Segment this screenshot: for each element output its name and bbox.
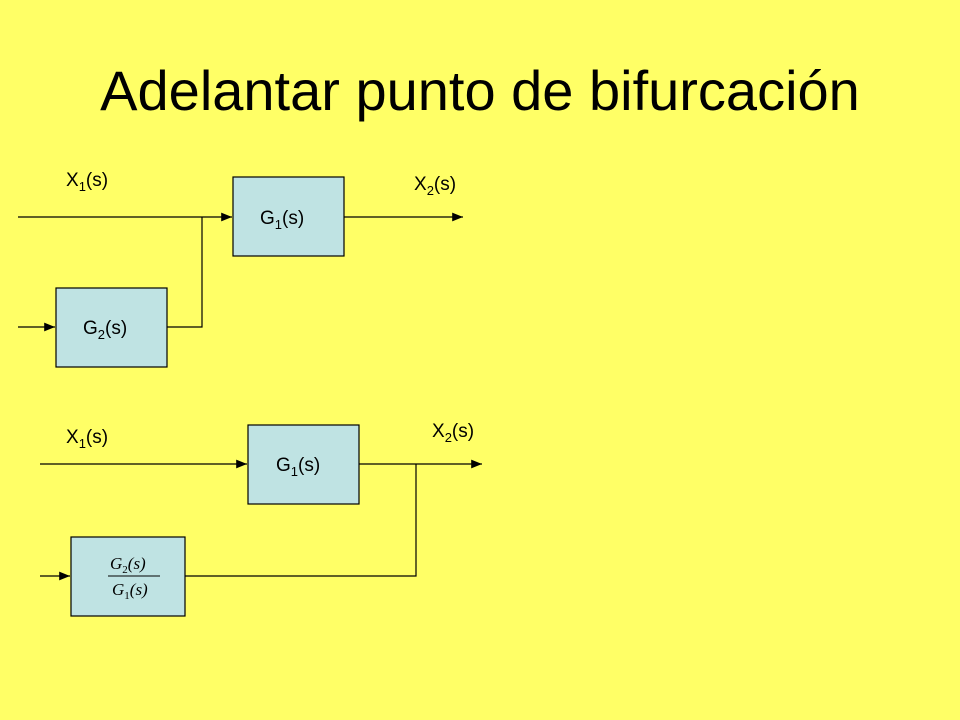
- bottom-block-g1: [247, 424, 360, 505]
- top-block-g2-label: G2(s): [83, 318, 127, 342]
- top-input-label: X1(s): [66, 170, 108, 194]
- top-diagram: X1(s) X2(s) G1(s) G2(s): [18, 170, 463, 368]
- top-block-g1-label: G1(s): [260, 208, 304, 232]
- bottom-diagram: X1(s) X2(s) G1(s) G2(s) G1(s): [40, 421, 482, 617]
- bottom-ratio-branch-wire: [185, 464, 417, 577]
- bottom-output-label: X2(s): [432, 421, 474, 445]
- ratio-denominator: G1(s): [112, 580, 148, 602]
- slide-title: Adelantar punto de bifurcación: [100, 59, 860, 122]
- top-block-g1: [232, 176, 345, 257]
- bottom-block-g1-label: G1(s): [276, 455, 320, 479]
- ratio-numerator: G2(s): [110, 554, 146, 576]
- top-output-label: X2(s): [414, 174, 456, 198]
- bottom-input-label: X1(s): [66, 427, 108, 451]
- top-g2-branch-wire: [167, 217, 203, 328]
